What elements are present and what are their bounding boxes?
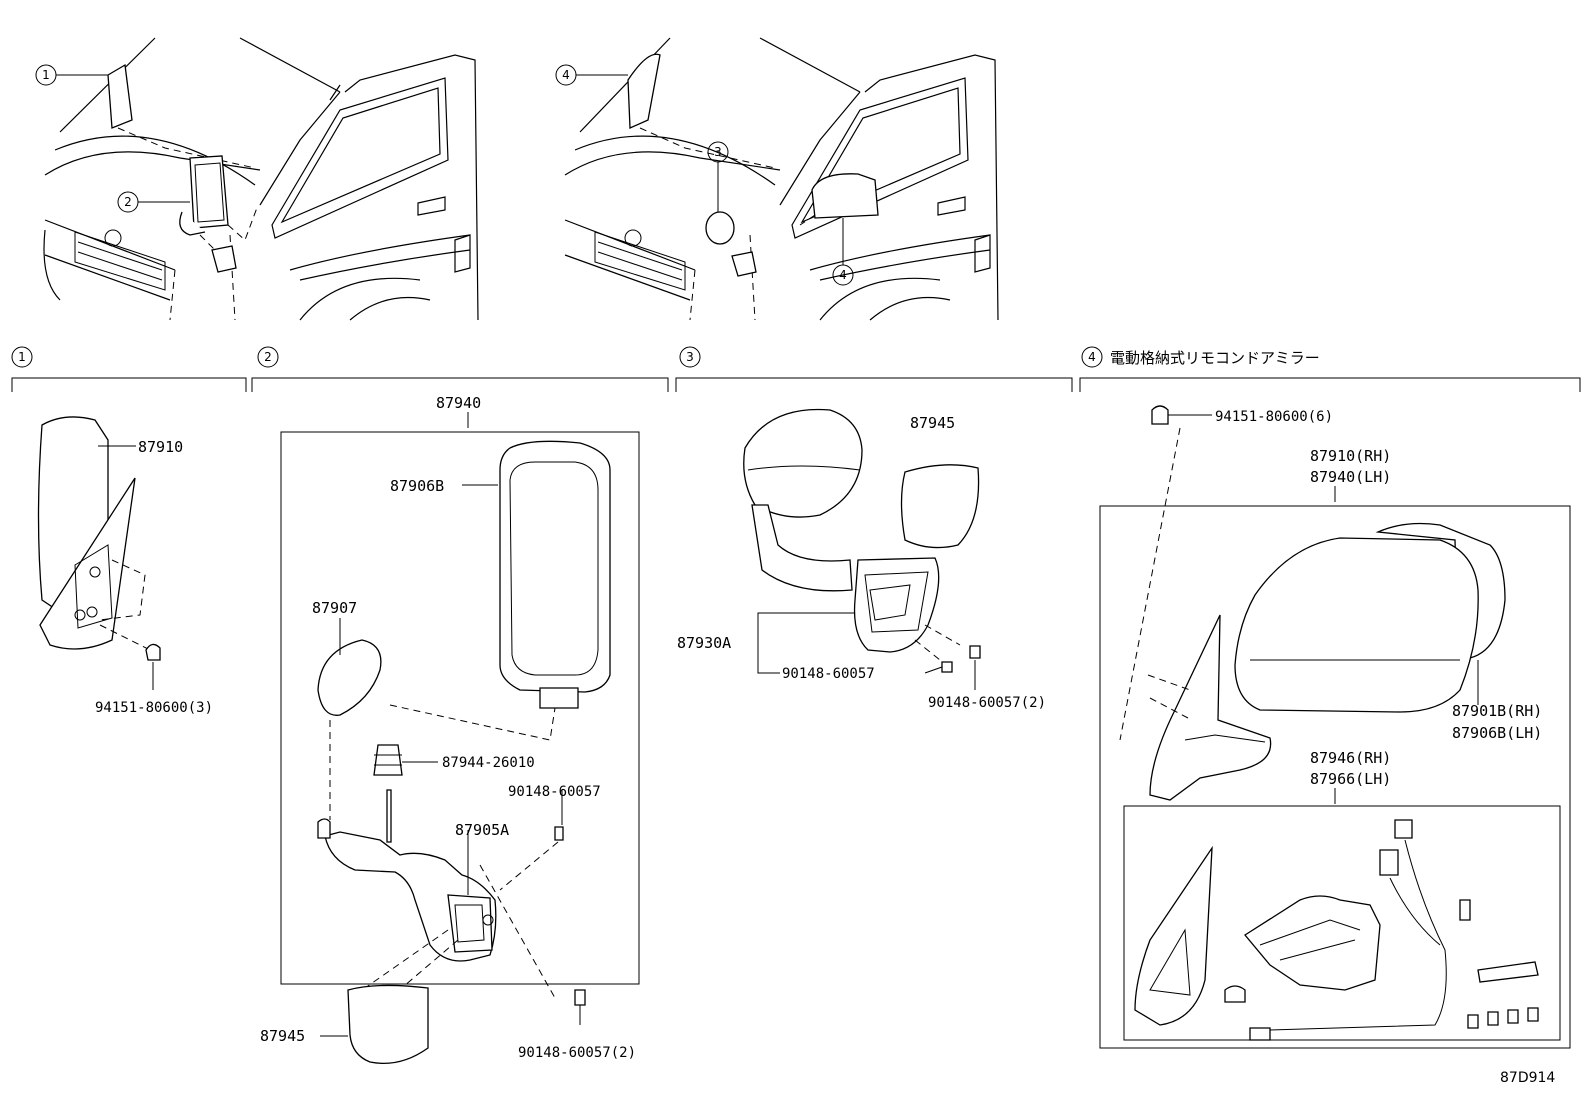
label-90148-60057-2-s3: 90148-60057(2) bbox=[928, 695, 1046, 711]
screw-90148-s3b bbox=[969, 645, 981, 659]
mirror-head-s3 bbox=[743, 408, 863, 518]
svg-text:3: 3 bbox=[686, 350, 694, 364]
section-header-2: 2 bbox=[251, 346, 669, 392]
section-4-title: 電動格納式リモコンドアミラー bbox=[1110, 349, 1320, 367]
cap-s4 bbox=[1224, 985, 1246, 1003]
section-1-parts bbox=[37, 416, 161, 690]
label-87940: 87940 bbox=[436, 394, 481, 412]
svg-text:2: 2 bbox=[124, 195, 132, 209]
connector-s4b bbox=[1379, 849, 1399, 876]
label-87901B-rh: 87901B(RH) bbox=[1452, 702, 1542, 720]
cover-87945-s3 bbox=[900, 464, 980, 549]
section-2-parts bbox=[280, 412, 640, 1065]
label-87910: 87910 bbox=[138, 438, 183, 456]
pad-s4 bbox=[1477, 961, 1539, 983]
overview-marker-1: 1 bbox=[35, 64, 108, 86]
label-87906B: 87906B bbox=[390, 477, 444, 495]
label-87945-s2: 87945 bbox=[260, 1027, 305, 1045]
label-90148-60057-s2: 90148-60057 bbox=[508, 784, 601, 800]
nut-94151-s4 bbox=[1151, 405, 1169, 425]
section-header-4: 4 電動格納式リモコンドアミラー bbox=[1079, 346, 1581, 392]
mirror-housing-s4 bbox=[1234, 537, 1479, 713]
cover-87945-s2 bbox=[347, 984, 429, 1065]
label-87940-lh: 87940(LH) bbox=[1310, 468, 1391, 486]
overview-marker-4a: 4 bbox=[555, 64, 628, 86]
label-87905A: 87905A bbox=[455, 821, 509, 839]
label-87944-26010: 87944-26010 bbox=[442, 755, 535, 771]
figure-id: 87D914 bbox=[1500, 1070, 1555, 1086]
clip-s4 bbox=[1459, 899, 1471, 921]
grommet-87944 bbox=[373, 744, 403, 776]
mirror-base-s4 bbox=[1149, 614, 1272, 801]
plug-s4 bbox=[1249, 1027, 1271, 1041]
label-87906B-lh: 87906B(LH) bbox=[1452, 724, 1542, 742]
svg-text:1: 1 bbox=[42, 68, 50, 82]
svg-text:4: 4 bbox=[562, 68, 570, 82]
screw-90148-s3a bbox=[941, 661, 953, 673]
svg-text:2: 2 bbox=[264, 350, 272, 364]
section-header-3: 3 bbox=[675, 346, 1073, 392]
connector-s4a bbox=[1394, 819, 1413, 839]
label-87907: 87907 bbox=[312, 599, 357, 617]
vehicle-overview-left bbox=[43, 37, 479, 321]
mirror-87906B bbox=[499, 440, 611, 693]
label-90148-60057-2-s2: 90148-60057(2) bbox=[518, 1045, 636, 1061]
svg-text:4: 4 bbox=[839, 268, 847, 282]
mirror-87907 bbox=[317, 639, 382, 716]
screw-90148-1 bbox=[554, 826, 564, 841]
label-94151-80600-3: 94151-80600(3) bbox=[95, 700, 213, 716]
svg-text:3: 3 bbox=[714, 145, 722, 159]
svg-text:4: 4 bbox=[1088, 350, 1096, 364]
overview-marker-2: 2 bbox=[117, 191, 190, 213]
label-87945-s3: 87945 bbox=[910, 414, 955, 432]
label-87946-rh: 87946(RH) bbox=[1310, 749, 1391, 767]
inner-base-s4 bbox=[1134, 845, 1213, 1026]
section-3-parts bbox=[743, 408, 981, 690]
label-87930A: 87930A bbox=[677, 634, 731, 652]
label-87966-lh: 87966(LH) bbox=[1310, 770, 1391, 788]
label-87910-rh: 87910(RH) bbox=[1310, 447, 1391, 465]
nut-94151 bbox=[145, 643, 161, 661]
screw-90148-2 bbox=[574, 989, 586, 1006]
label-94151-80600-6: 94151-80600(6) bbox=[1215, 409, 1333, 425]
vehicle-overview-right bbox=[564, 37, 999, 321]
section-header-1: 1 bbox=[11, 346, 247, 392]
svg-text:1: 1 bbox=[18, 350, 26, 364]
overview-marker-4b: 4 bbox=[832, 218, 854, 286]
mirror-stay-s3 bbox=[751, 504, 853, 592]
overview-marker-3: 3 bbox=[707, 141, 729, 212]
motor-87946 bbox=[1244, 895, 1381, 991]
section-4-parts bbox=[1099, 405, 1571, 1049]
label-90148-60057-s3: 90148-60057 bbox=[782, 666, 875, 682]
base-87930A bbox=[853, 557, 940, 653]
